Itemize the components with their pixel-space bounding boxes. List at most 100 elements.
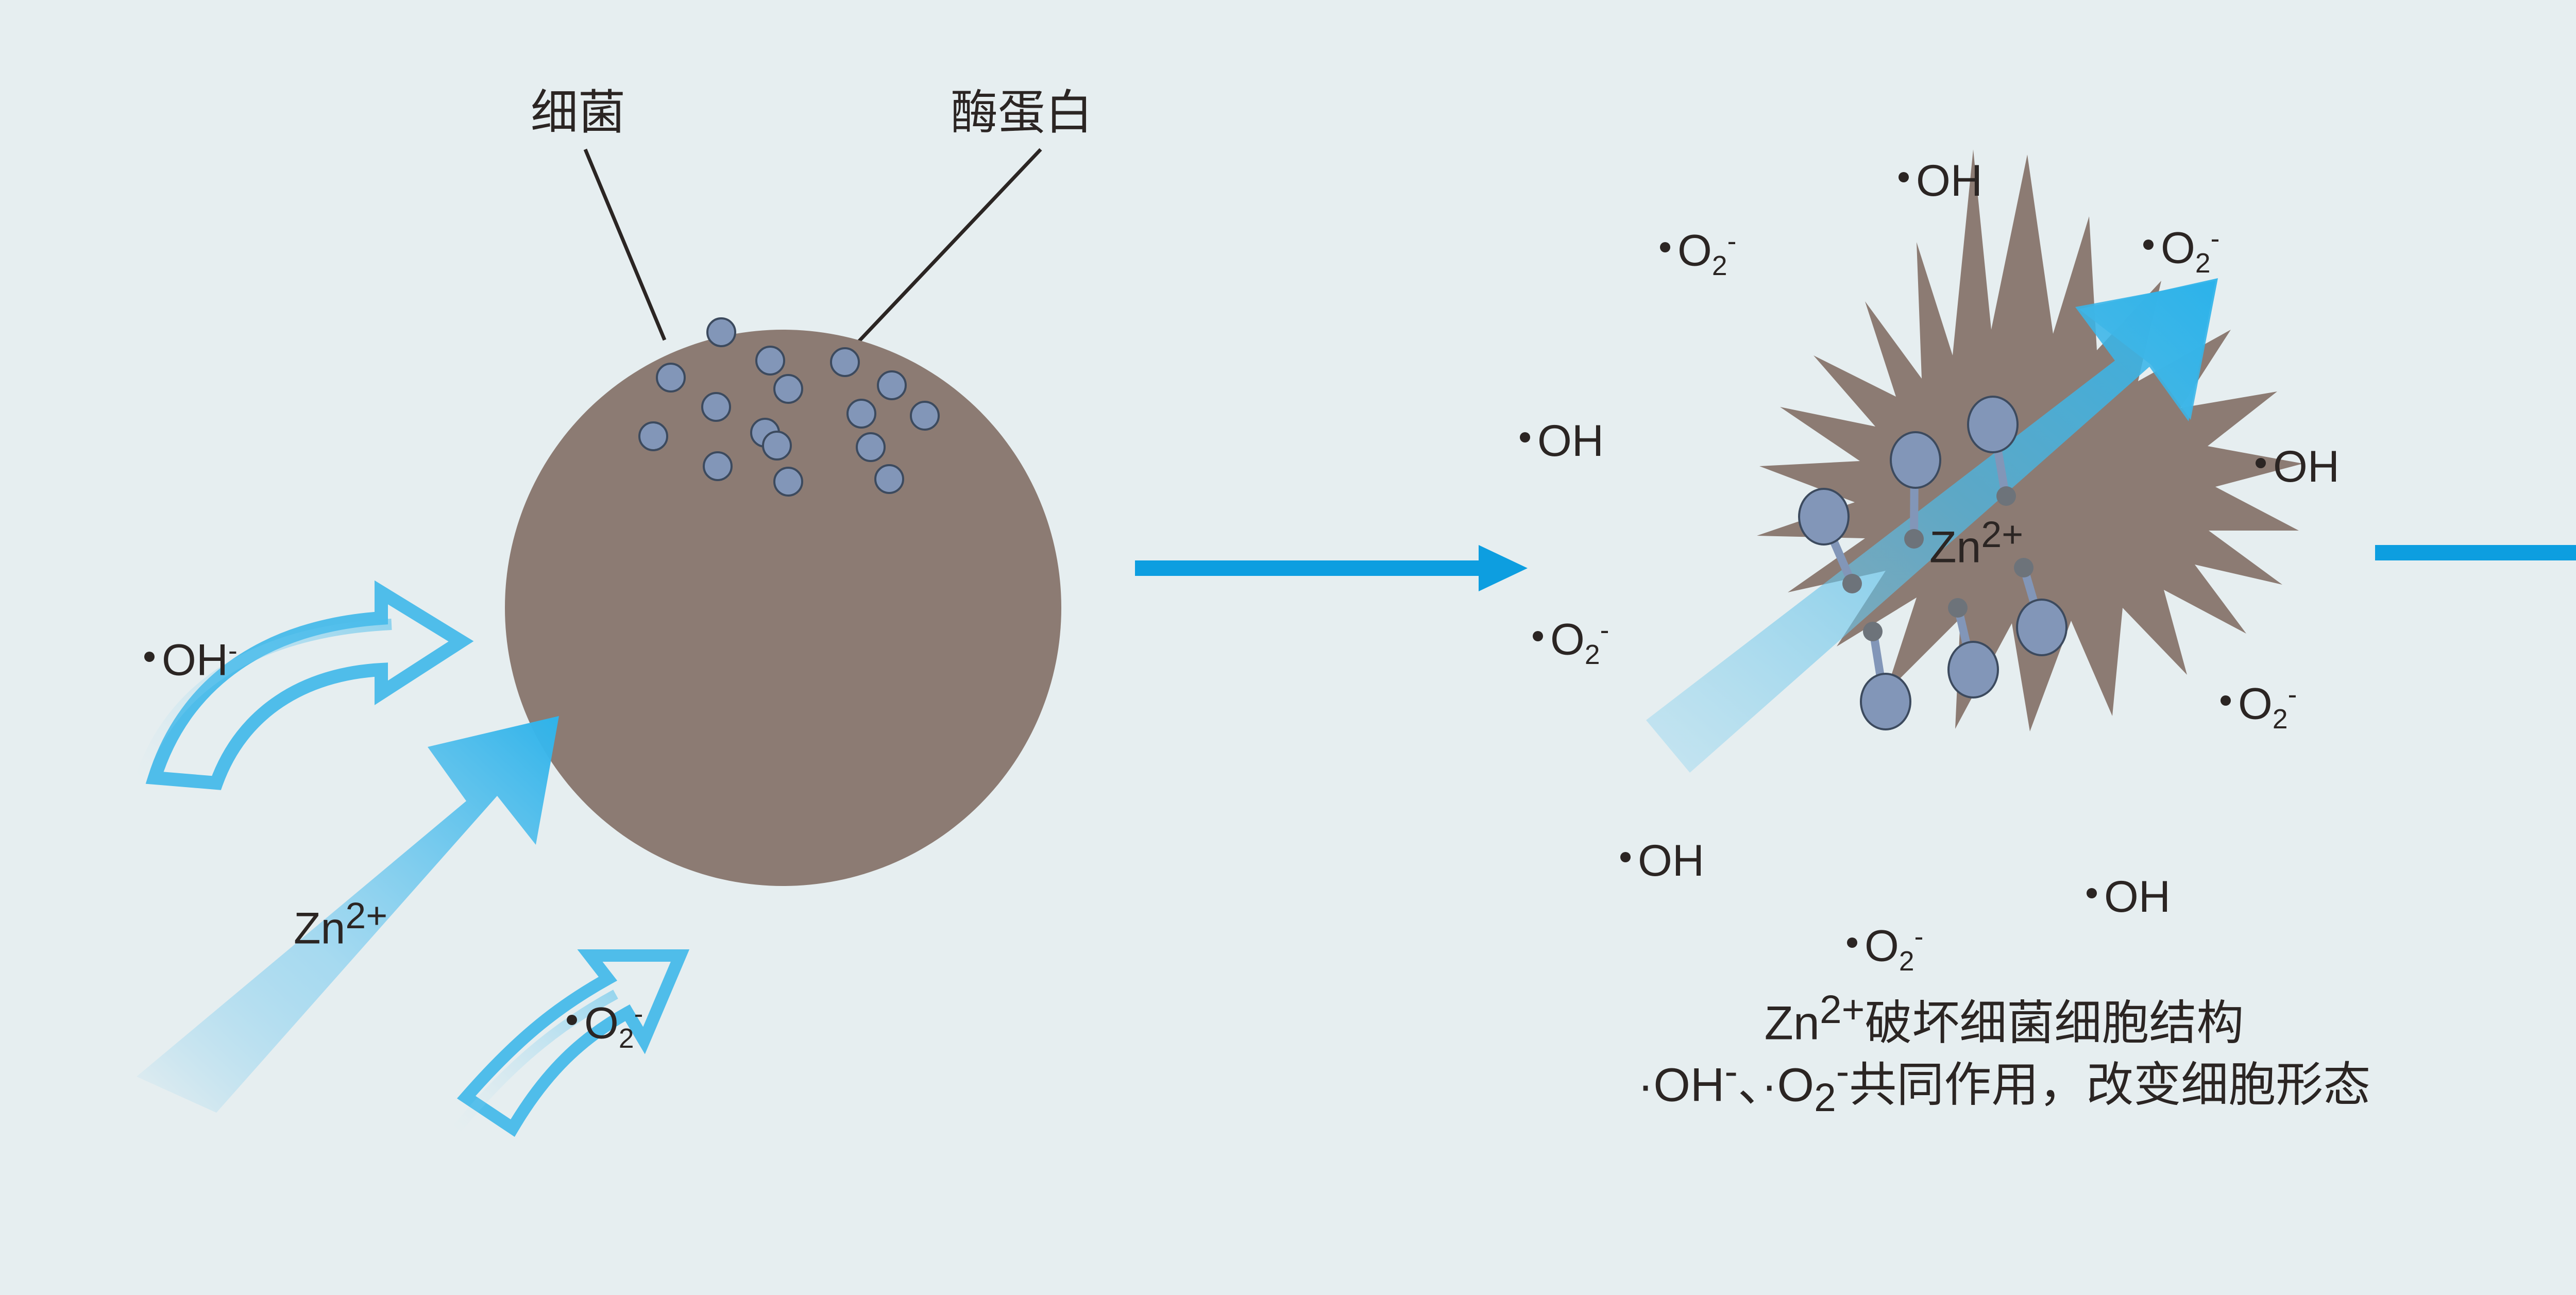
caption-damaged-cell-line1: Zn2+破坏细菌细胞结构 (1628, 989, 2380, 1049)
caption-a-base: OH (1653, 1059, 1725, 1112)
species-base: OH (1916, 156, 1982, 206)
species-sup: - (2210, 224, 2220, 254)
species-oh-incoming: OH- (144, 636, 238, 685)
enzyme-dot (877, 370, 907, 400)
flow-arrow-1 (1135, 545, 1528, 591)
caption-a-sup: - (1724, 1050, 1738, 1094)
radical-dot-icon (2256, 458, 2266, 469)
caption-zn-sup: 2+ (1819, 988, 1865, 1032)
enzyme-dot (830, 347, 860, 377)
enzyme-tadpole (1890, 431, 1941, 549)
enzyme-tadpole (1860, 622, 1911, 730)
species-sub: 2 (618, 1023, 634, 1054)
panel-intact-bacterium-graphics (133, 148, 1061, 1137)
zn-sup: 2+ (345, 895, 388, 936)
caption-rest: 共同作用，改变细胞形态 (1849, 1059, 2371, 1112)
species-sup: - (228, 636, 238, 666)
species-base: O (584, 998, 619, 1048)
zn-piercing-arrow (1646, 281, 2215, 773)
species-oh-bottom: OH (2087, 873, 2171, 921)
leader-line-bacteria (583, 148, 667, 341)
zn-base: Zn (294, 904, 346, 953)
enzyme-dot (910, 401, 940, 431)
enzyme-dot (874, 464, 904, 494)
enzyme-dot (755, 346, 785, 376)
caption-rest: 破坏细菌细胞结构 (1865, 997, 2244, 1050)
species-base: O (2238, 679, 2273, 729)
species-sup: - (634, 999, 643, 1029)
enzyme-dot (856, 432, 886, 462)
species-o2-bottom: O2- (1847, 922, 1923, 976)
radical-dot-icon (2221, 695, 2231, 706)
enzyme-dot (706, 317, 736, 347)
enzyme-dot (773, 374, 803, 404)
caption-b-sub: 2 (1814, 1076, 1836, 1120)
caption-b-sup: - (1836, 1050, 1850, 1094)
enzyme-dot-group (638, 317, 940, 497)
species-sup: - (1727, 226, 1737, 257)
species-oh-lower-left: OH (1620, 837, 1704, 885)
species-sub: 2 (2195, 248, 2211, 279)
species-base: OH (1638, 836, 1704, 885)
radical-dot-icon (1620, 852, 1631, 863)
species-sup: - (1600, 615, 1609, 645)
radical-dot-icon (144, 651, 155, 662)
label-enzyme-protein: 酶蛋白 (951, 87, 1093, 139)
enzyme-dot (703, 451, 733, 481)
species-sup: - (2287, 679, 2297, 710)
species-sub: 2 (1711, 250, 1727, 281)
species-base: OH (1537, 416, 1604, 466)
species-o2-lower-right: O2- (2221, 680, 2297, 734)
caption-b-base: O (1777, 1059, 1815, 1112)
species-base: O (1677, 226, 1712, 276)
label-bacteria: 细菌 (531, 87, 626, 139)
radical-dot-icon (1520, 432, 1530, 443)
species-sup: - (1914, 922, 1924, 952)
radical-dot-icon (2087, 888, 2097, 899)
radical-dot-icon (2143, 239, 2154, 250)
species-sub: 2 (2272, 704, 2288, 735)
enzyme-dot (846, 399, 876, 429)
enzyme-dot (701, 392, 731, 422)
species-base: O (2161, 223, 2195, 273)
enzyme-dot (638, 421, 668, 451)
caption-damaged-cell-line2: ·OH-、·O2-共同作用，改变细胞形态 (1577, 1050, 2432, 1120)
enzyme-tadpole (1947, 598, 1999, 698)
leader-line-enzyme (854, 148, 1042, 347)
species-o2-upper-right: O2- (2143, 224, 2219, 278)
species-oh-left: OH (1520, 417, 1604, 465)
hollow-arrow-o2 (456, 949, 690, 1137)
species-oh-top: OH (1899, 157, 1982, 205)
flow-arrow-2 (2375, 545, 2576, 560)
enzyme-tadpole (2014, 558, 2067, 656)
species-sub: 2 (1584, 639, 1600, 670)
species-oh-right: OH (2256, 443, 2340, 491)
zn-piercing-arrow-head (2079, 278, 2218, 420)
bacterium-circle (505, 330, 1061, 886)
species-o2-mid-left: O2- (1533, 616, 1609, 670)
arrow-label-zn-piercing: Zn2+ (1929, 515, 2023, 572)
swoosh-trail-oh (133, 619, 392, 785)
species-base: OH (2104, 872, 2171, 922)
species-base: OH (2273, 442, 2340, 491)
caption-a-dot: · (1637, 1059, 1654, 1112)
radical-dot-icon (1533, 631, 1543, 641)
radical-dot-icon (1847, 937, 1857, 948)
zn-sup: 2+ (1981, 514, 2024, 555)
radical-dot-icon (1899, 172, 1909, 183)
enzyme-tadpole-group (1798, 396, 2067, 730)
zn-inbound-arrow (137, 716, 559, 1113)
enzyme-tadpole (1967, 396, 2019, 506)
species-base: O (1865, 921, 1899, 971)
radical-dot-icon (1660, 242, 1670, 252)
species-sub: 2 (1899, 946, 1914, 977)
swoosh-trail-o2 (449, 990, 618, 1137)
enzyme-dot (762, 431, 792, 461)
caption-zn-base: Zn (1764, 997, 1820, 1050)
caption-b-dot: · (1761, 1059, 1777, 1112)
arrow-label-zn-inbound: Zn2+ (294, 896, 387, 953)
enzyme-dot (773, 467, 803, 497)
species-base: OH (162, 635, 228, 685)
